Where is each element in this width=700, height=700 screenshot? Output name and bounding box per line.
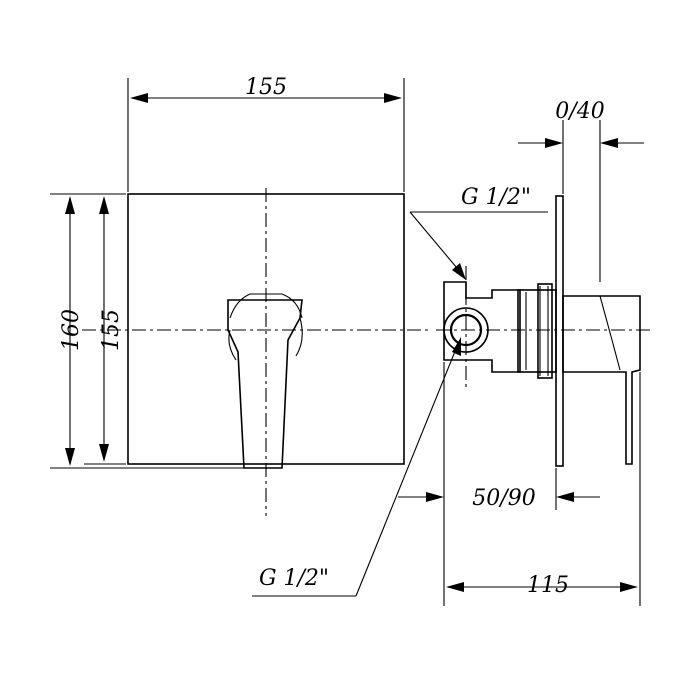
dim-115-label: 115 [527,573,569,598]
cartridge-flange [517,289,557,373]
dim-width-arrow-left [130,93,148,103]
thread-top-leader [409,211,463,275]
dim-115-arrow-right [620,582,638,592]
handle-bevel [599,295,621,371]
thread-top-arrow [452,263,466,280]
thread-top-label: G 1/2" [461,185,531,210]
dim-height-outer-arrow-top [65,196,75,214]
dim-50-90-label: 50/90 [472,486,535,511]
front-view: 155 160 155 [50,75,430,516]
dim-width-arrow-right [384,93,402,103]
dim-height-inner-label: 155 [99,309,124,351]
plate-profile [555,195,564,467]
thread-bottom-leader [355,343,459,597]
dim-0-40-arrow-left [545,138,563,148]
lever-hub-side [228,317,303,361]
side-view: 0/40 50/90 115 G 1/2" G 1/2" [252,99,650,606]
thread-bottom-label: G 1/2" [259,566,329,591]
dim-50-90-arrow-right [556,492,574,502]
dim-height-outer-arrow-bottom [65,448,75,466]
dim-height-inner-arrow-top [99,196,109,214]
dim-width-label: 155 [245,75,287,100]
handle-profile [562,295,641,465]
dim-50-90-arrow-left [426,492,444,502]
dim-0-40-arrow-right [600,138,618,148]
dim-height-outer-label: 160 [59,309,84,351]
dim-115-arrow-left [446,582,464,592]
dim-0-40-label: 0/40 [555,99,604,124]
dim-height-inner-arrow-bottom [99,444,109,462]
cartridge-nut [537,283,553,379]
thread-bottom-arrow [452,337,461,356]
valve-body [443,281,521,373]
lever-handle [227,299,303,469]
